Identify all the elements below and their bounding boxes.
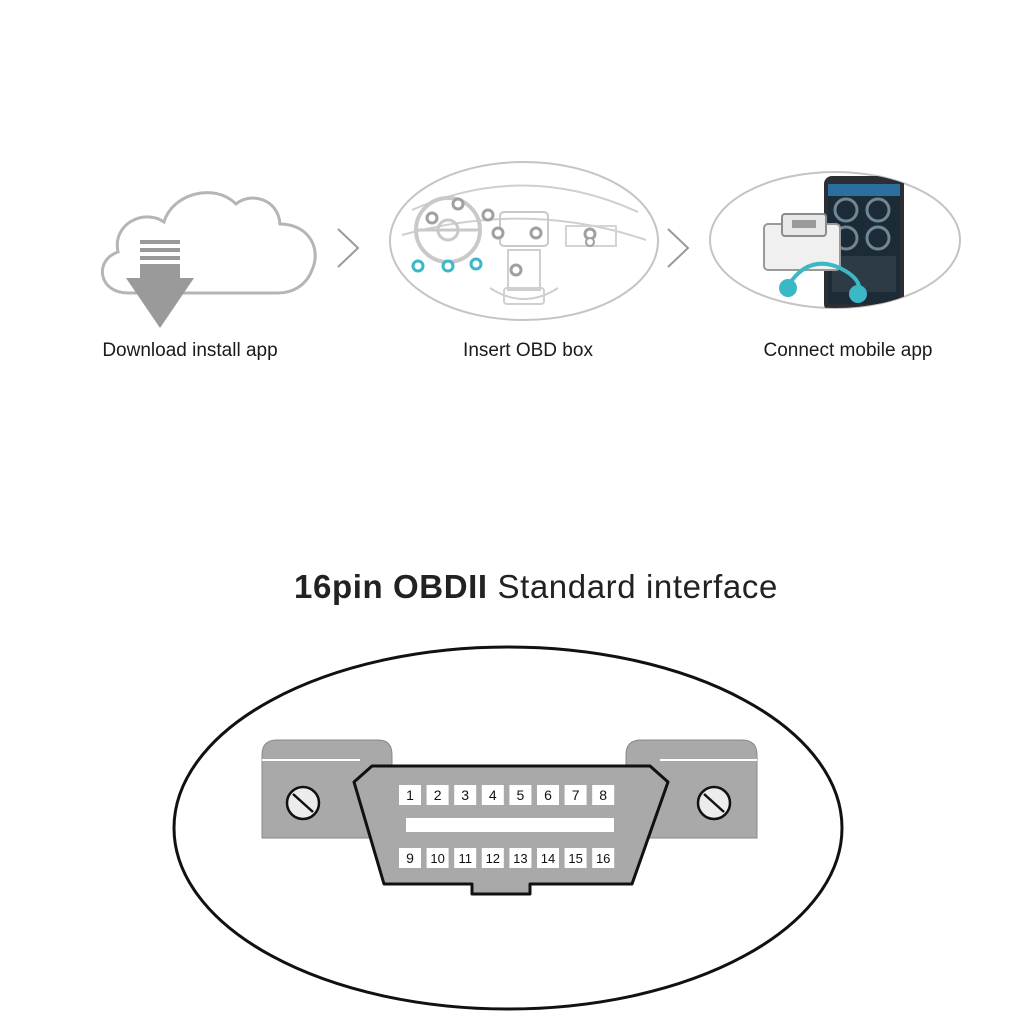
interface-title-rest: Standard interface — [497, 568, 778, 605]
interface-title-bold: 16pin OBDII — [294, 568, 488, 605]
pin-label: 3 — [461, 787, 469, 803]
pin-label: 2 — [434, 787, 442, 803]
step-label-download: Download install app — [102, 340, 278, 361]
pin-box — [537, 848, 559, 868]
chevron-right-icon — [337, 228, 360, 268]
pin-box — [592, 785, 615, 805]
pin-box — [564, 785, 587, 805]
screw-icon — [696, 785, 732, 821]
cloud-download-icon — [101, 191, 317, 328]
pin-box — [509, 848, 532, 868]
pin-box — [509, 785, 532, 805]
pin-label: 14 — [541, 851, 555, 866]
pin-label: 15 — [568, 851, 582, 866]
pin-box — [537, 785, 559, 805]
pin-row-top: 1 2 3 4 5 6 7 8 — [399, 785, 615, 805]
pin-row-bottom: 9 10 11 12 13 14 15 16 — [399, 848, 615, 868]
pin-box — [564, 848, 587, 868]
pin-label: 10 — [430, 851, 444, 866]
obd-phone-icon — [709, 171, 961, 309]
pin-box — [426, 848, 449, 868]
pin-label: 5 — [517, 787, 525, 803]
pin-box — [454, 848, 477, 868]
pin-box — [481, 848, 504, 868]
step-label-insert: Insert OBD box — [463, 340, 593, 361]
pin-box — [426, 785, 449, 805]
car-dashboard-icon — [389, 161, 659, 321]
pin-label: 9 — [406, 850, 414, 866]
pin-label: 13 — [513, 851, 527, 866]
chevron-right-icon — [667, 228, 690, 268]
pin-box — [481, 785, 504, 805]
pin-box — [399, 785, 421, 805]
pin-label: 16 — [596, 851, 610, 866]
pin-box — [454, 785, 477, 805]
pin-label: 8 — [599, 787, 607, 803]
step-label-connect: Connect mobile app — [763, 340, 933, 361]
pin-label: 12 — [486, 851, 500, 866]
pin-label: 6 — [544, 787, 552, 803]
pin-label: 7 — [572, 787, 580, 803]
screw-icon — [285, 785, 321, 821]
pin-label: 4 — [489, 787, 497, 803]
pin-box — [592, 848, 615, 868]
pin-label: 11 — [458, 851, 472, 866]
interface-title: 16pin OBDII Standard interface — [0, 568, 1024, 606]
pin-divider — [406, 818, 614, 832]
pin-box — [399, 848, 421, 868]
pin-label: 1 — [406, 787, 414, 803]
